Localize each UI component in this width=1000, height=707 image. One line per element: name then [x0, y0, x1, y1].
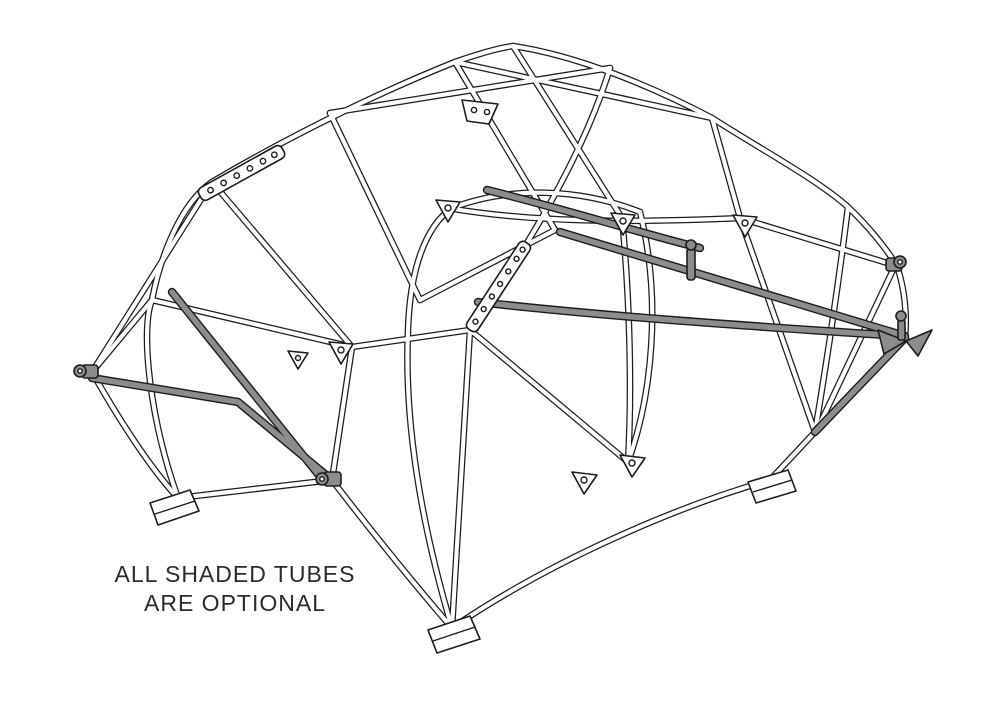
- gusset-tab: [287, 350, 309, 370]
- gusset-tab: [732, 214, 758, 238]
- gusset-tabs: [287, 99, 758, 495]
- hardware-fittings: [73, 239, 933, 487]
- foot-plate: [149, 489, 200, 526]
- gusset-tab: [571, 471, 598, 495]
- gusset-tab: [619, 454, 646, 478]
- foot-plate: [427, 615, 481, 654]
- tube-cores: [92, 46, 906, 628]
- gusset-tab: [328, 341, 354, 365]
- drilled-strip-left: [197, 144, 286, 202]
- caption-line-2: ARE OPTIONAL: [144, 589, 326, 616]
- roof-bracket: [461, 99, 499, 125]
- mounting-feet: [149, 469, 797, 654]
- caption-line-1: ALL SHADED TUBES: [114, 561, 356, 587]
- foot-plate: [747, 469, 797, 504]
- gusset-tab: [610, 212, 636, 236]
- eye-fitting-right-top: [885, 255, 907, 272]
- eye-fitting-left: [73, 364, 99, 379]
- gusset-tab: [435, 199, 461, 223]
- caption: ALL SHADED TUBES ARE OPTIONAL: [90, 560, 380, 618]
- corner-gussets-right: [877, 310, 933, 357]
- turnbuckle-fitting: [685, 239, 697, 281]
- drilled-strip-center: [465, 240, 532, 333]
- door-bar-end-fitting: [315, 471, 342, 487]
